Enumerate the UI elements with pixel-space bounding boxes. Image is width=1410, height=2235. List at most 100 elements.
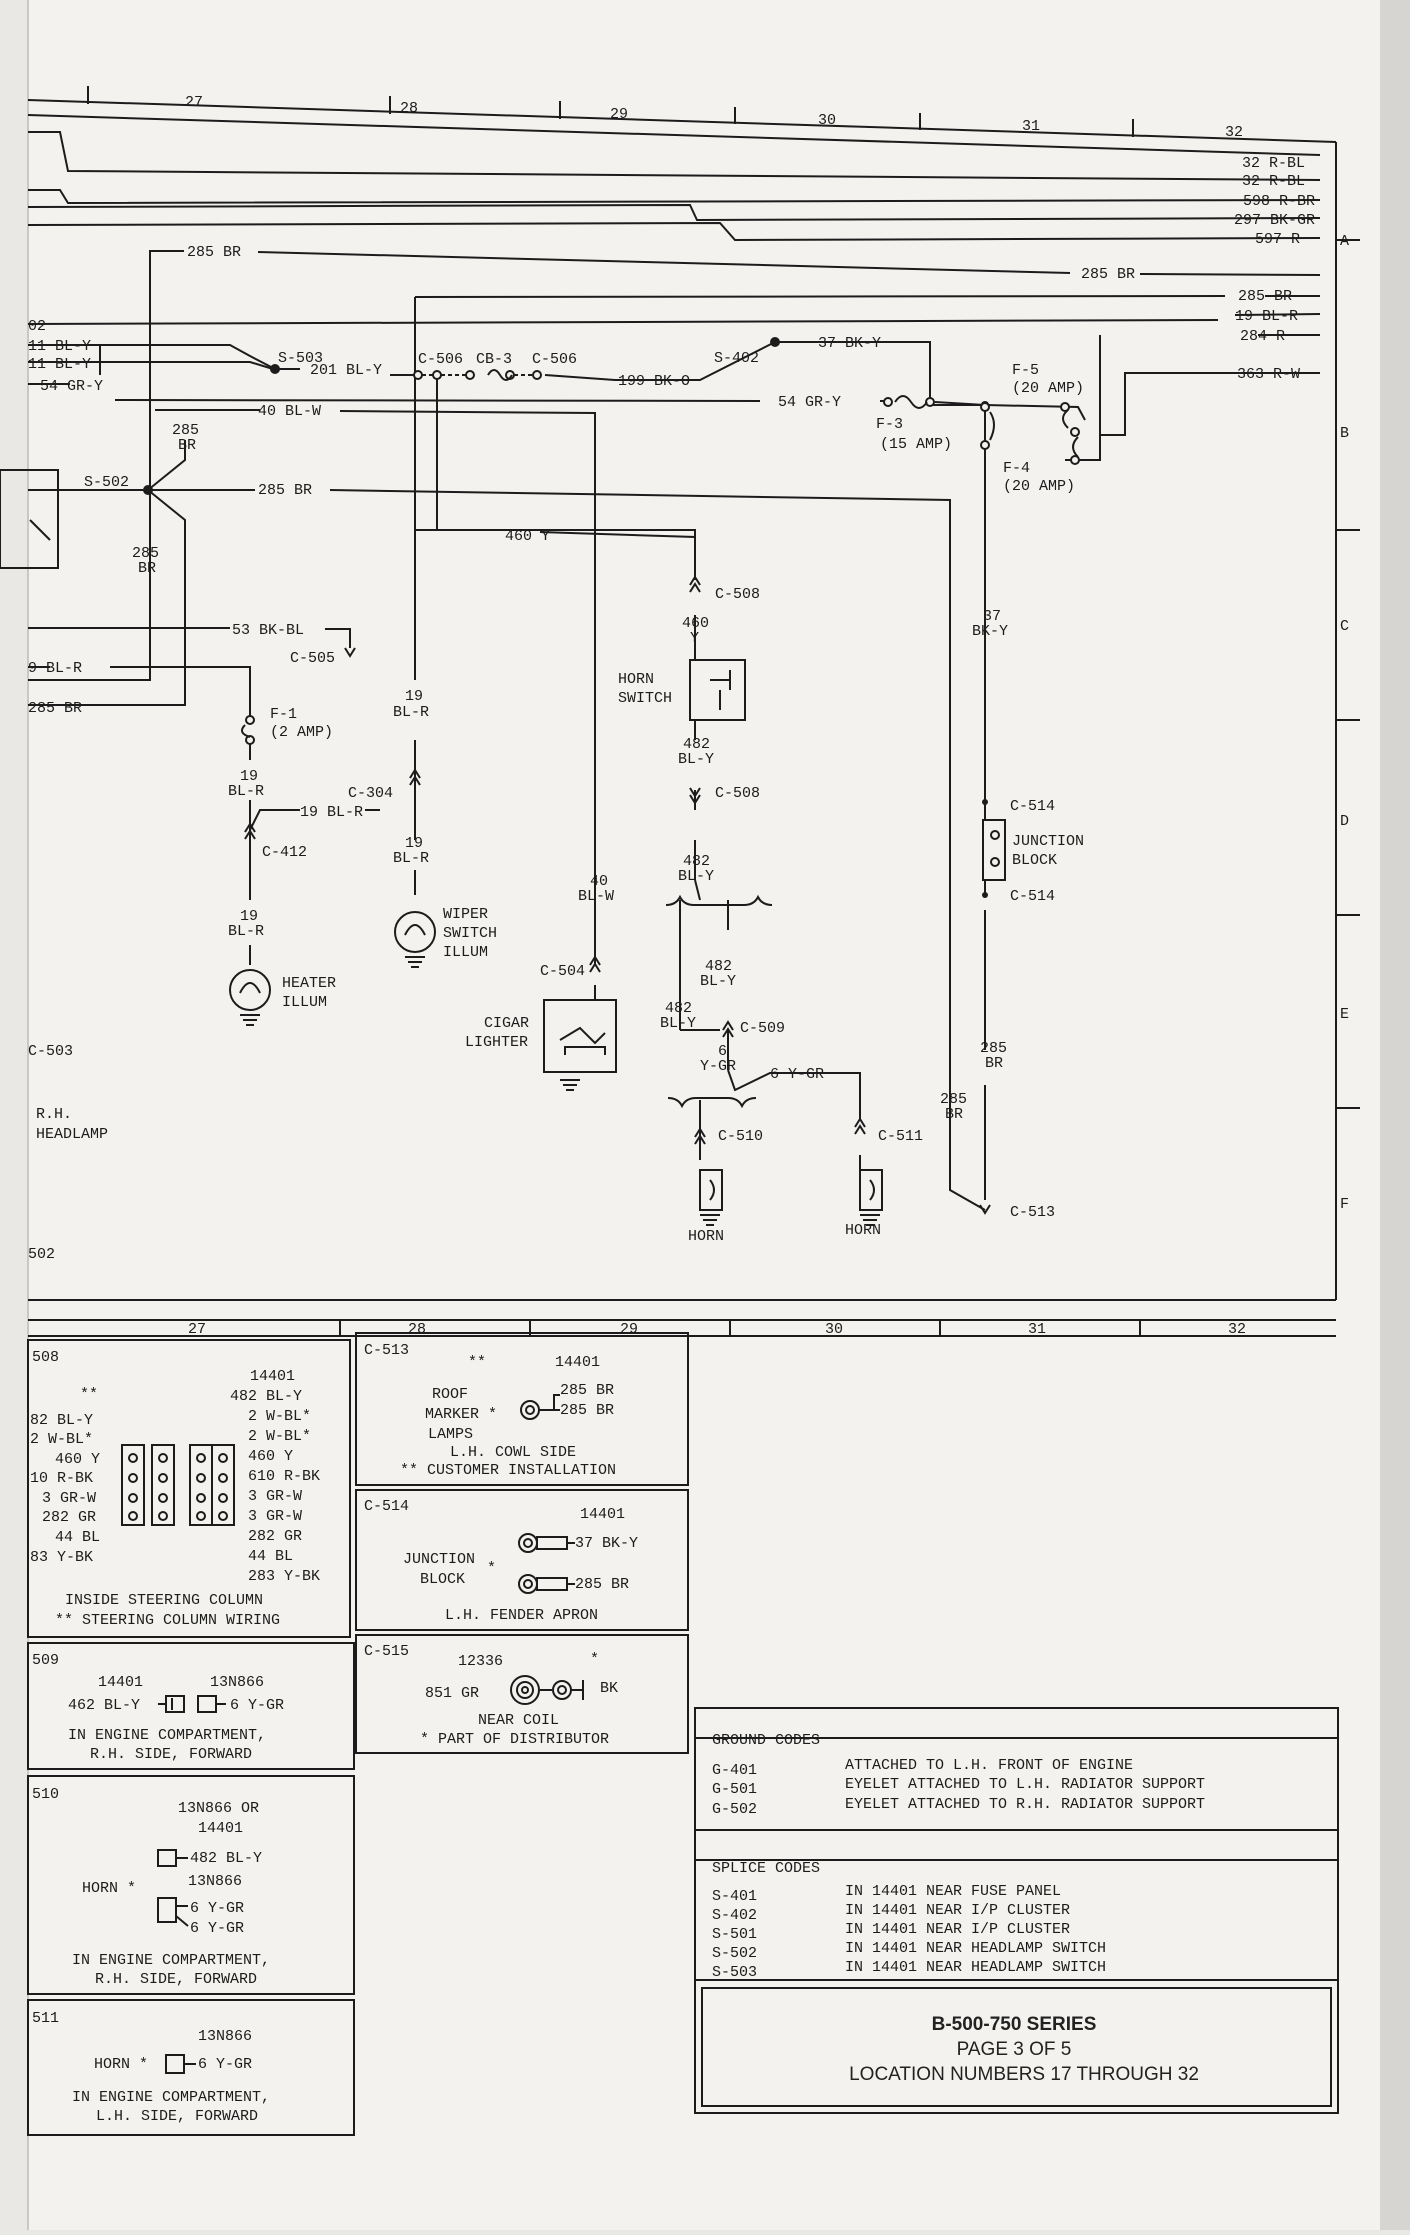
- c514-wire: 285 BR: [575, 1576, 629, 1593]
- location-30: 30: [818, 112, 836, 129]
- connector-label: C-511: [878, 1128, 923, 1145]
- c514-wire: 37 BK-Y: [575, 1535, 638, 1552]
- c508-right-wire: 2 W-BL*: [248, 1428, 311, 1445]
- wire-label: 9 BL-R: [28, 660, 82, 677]
- connector-label: 502: [28, 1246, 55, 1263]
- wire-label: 19: [405, 835, 423, 852]
- wire-label: BL-Y: [700, 973, 736, 990]
- fuse-label: F-5: [1012, 362, 1039, 379]
- wire-label: BR: [985, 1055, 1003, 1072]
- connector-label: C-506: [418, 351, 463, 368]
- connector-label: C-412: [262, 844, 307, 861]
- sheet: [28, 0, 1380, 2230]
- c508-right-wire: 44 BL: [248, 1548, 293, 1565]
- location-32-bottom: 32: [1228, 1321, 1246, 1338]
- wire-label: BL-Y: [678, 868, 714, 885]
- connector-part: 13N866 OR: [178, 1800, 259, 1817]
- breaker-label: CB-3: [476, 351, 512, 368]
- splice-label: S-402: [714, 350, 759, 367]
- wire-label: 597 R: [1255, 231, 1300, 248]
- location-28-bottom: 28: [408, 1321, 426, 1338]
- component-label: JUNCTION: [1012, 833, 1084, 850]
- c508-right-wire: 2 W-BL*: [248, 1408, 311, 1425]
- wire-label: BL-Y: [660, 1015, 696, 1032]
- wire-label: BL-R: [228, 923, 264, 940]
- wire-label: 598 R-BR: [1243, 193, 1315, 210]
- wire-label: 11 BL-Y: [28, 338, 91, 355]
- wire-label: 482: [665, 1000, 692, 1017]
- location-29: 29: [610, 106, 628, 123]
- c508-right-wire: 610 R-BK: [248, 1468, 320, 1485]
- wire-label: 285: [980, 1040, 1007, 1057]
- connector-part: 13N866: [210, 1674, 264, 1691]
- c513-note: L.H. COWL SIDE: [450, 1444, 576, 1461]
- wire-label: 285 BR: [1081, 266, 1135, 283]
- c510-note: IN ENGINE COMPARTMENT,: [72, 1952, 270, 1969]
- wire-label: 460: [682, 615, 709, 632]
- location-27: 27: [185, 94, 203, 111]
- location-29-bottom: 29: [620, 1321, 638, 1338]
- c511-note: IN ENGINE COMPARTMENT,: [72, 2089, 270, 2106]
- fuse-label: F-1: [270, 706, 297, 723]
- c508-left-wire: 3 GR-W: [42, 1490, 96, 1507]
- c513-wire: 285 BR: [560, 1382, 614, 1399]
- connector-part: 14401: [555, 1354, 600, 1371]
- c513-wire: 285 BR: [560, 1402, 614, 1419]
- connector-part: 14401: [250, 1368, 295, 1385]
- wire-label: 37 BK-Y: [818, 335, 881, 352]
- connector-label: C-304: [348, 785, 393, 802]
- component-label: ILLUM: [443, 944, 488, 961]
- c508-left-wire: 2 W-BL*: [30, 1431, 93, 1448]
- c511-wire: 6 Y-GR: [198, 2056, 252, 2073]
- connector-label: C-508: [715, 586, 760, 603]
- connector-stars: **: [468, 1354, 486, 1371]
- c513-label: LAMPS: [428, 1426, 473, 1443]
- wire-label: BL-R: [393, 850, 429, 867]
- wire-label: BR: [178, 437, 196, 454]
- ground-desc: ATTACHED TO L.H. FRONT OF ENGINE: [845, 1757, 1133, 1774]
- ground-code: G-502: [712, 1801, 757, 1818]
- wire-label: 482: [705, 958, 732, 975]
- c508-left-wire: 282 GR: [42, 1509, 96, 1526]
- fuse-label: F-3: [876, 416, 903, 433]
- connector-label: C-508: [715, 785, 760, 802]
- connector-title: 511: [32, 2010, 59, 2027]
- fuse-label: (15 AMP): [880, 436, 952, 453]
- c515-wire: BK: [600, 1680, 618, 1697]
- wire-label: 19: [405, 688, 423, 705]
- splice-desc: IN 14401 NEAR I/P CLUSTER: [845, 1921, 1070, 1938]
- fuse-label: (2 AMP): [270, 724, 333, 741]
- wire-label: 37: [983, 608, 1001, 625]
- component-label: HORN: [688, 1228, 724, 1245]
- splice-desc: IN 14401 NEAR FUSE PANEL: [845, 1883, 1061, 1900]
- component-label: HEADLAMP: [36, 1126, 108, 1143]
- c510-wire: 482 BL-Y: [190, 1850, 262, 1867]
- wire-label: 285: [172, 422, 199, 439]
- c508-right-wire: 482 BL-Y: [230, 1388, 302, 1405]
- splice-label: S-502: [84, 474, 129, 491]
- splice-code: S-402: [712, 1907, 757, 1924]
- c514-label: JUNCTION: [403, 1551, 475, 1568]
- fuse-label: (20 AMP): [1012, 380, 1084, 397]
- wire-label: 02: [28, 318, 46, 335]
- wire-label: BR: [945, 1106, 963, 1123]
- wire-label: 11 BL-Y: [28, 356, 91, 373]
- title-locations: LOCATION NUMBERS 17 THROUGH 32: [849, 2064, 1199, 2085]
- wire-label: 19 BL-R: [300, 804, 363, 821]
- row-letter-b: B: [1340, 425, 1349, 442]
- c511-note: L.H. SIDE, FORWARD: [96, 2108, 258, 2125]
- component-label: LIGHTER: [465, 1034, 528, 1051]
- wire-label: 6: [718, 1043, 727, 1060]
- c508-left-wire: 10 R-BK: [30, 1470, 93, 1487]
- wire-label: 19: [240, 768, 258, 785]
- wire-label: 40: [590, 873, 608, 890]
- c508-right-wire: 3 GR-W: [248, 1488, 302, 1505]
- connector-label: C-505: [290, 650, 335, 667]
- wire-label: 297 BK-GR: [1234, 212, 1315, 229]
- c508-right-wire: 460 Y: [248, 1448, 293, 1465]
- ground-codes-heading: GROUND CODES: [712, 1732, 820, 1749]
- c511-horn: HORN *: [94, 2056, 148, 2073]
- c508-left-wire: 44 BL: [55, 1529, 100, 1546]
